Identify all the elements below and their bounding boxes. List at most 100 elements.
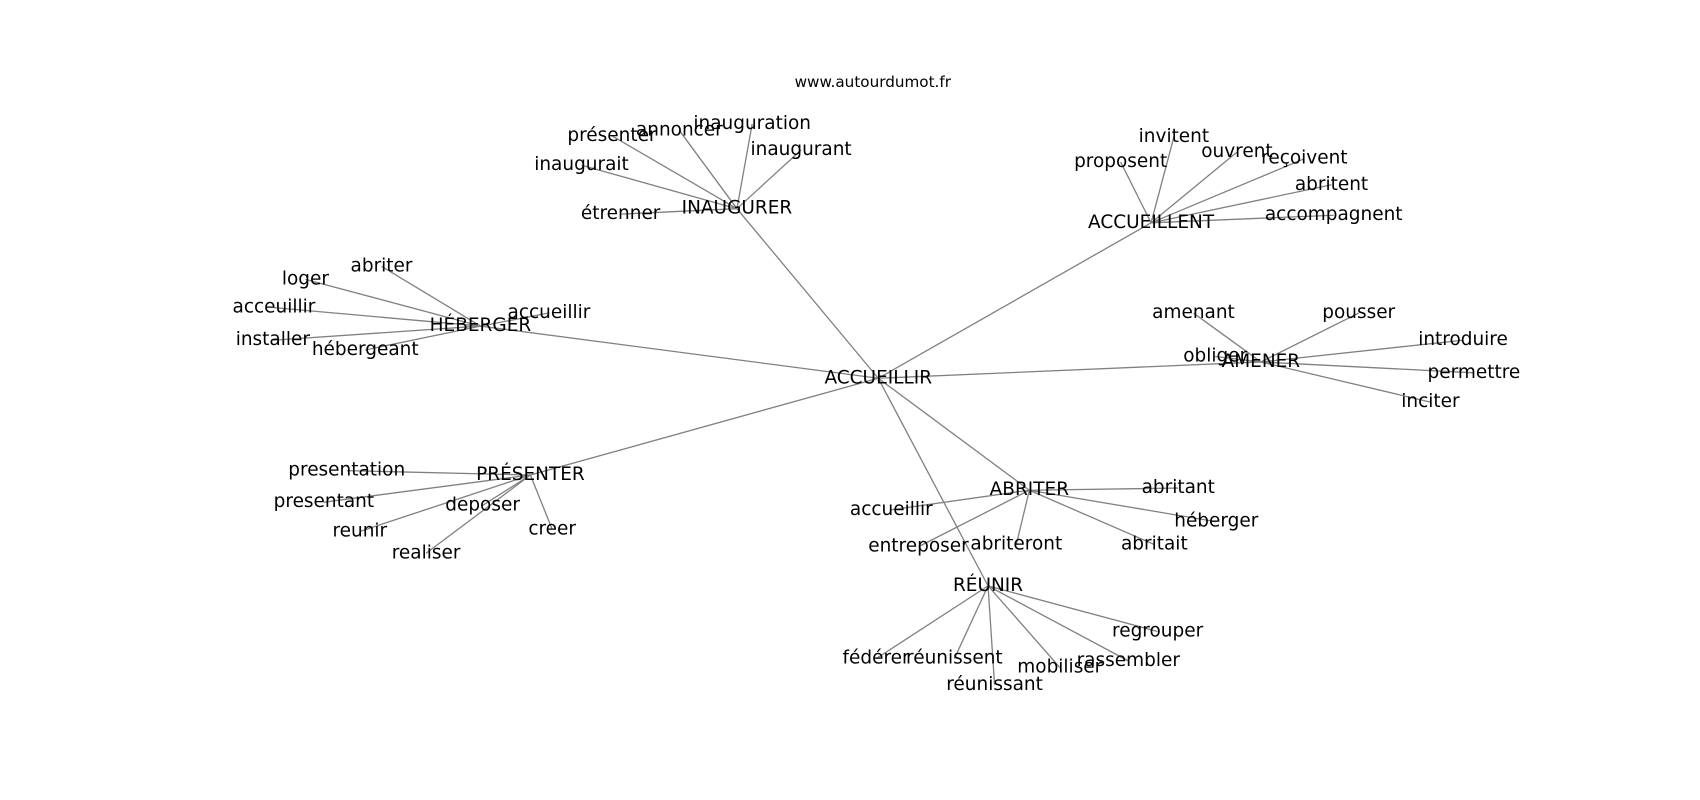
- node-accueillir-root[interactable]: ACCUEILLIR: [824, 367, 932, 388]
- node-ouvrent[interactable]: ouvrent: [1201, 141, 1272, 162]
- node-presentation[interactable]: presentation: [288, 460, 405, 481]
- edge-inaugurer-inaugurant: [736, 149, 802, 210]
- edge-accueillir_root-presenter_hub: [530, 377, 879, 476]
- edge-heberger-accueillir_h: [480, 312, 550, 327]
- edge-accueillir_root-reunir: [877, 377, 989, 587]
- node-invitent[interactable]: invitent: [1139, 126, 1209, 147]
- edge-abriter_hub-accueillir_a: [891, 489, 1030, 511]
- node-heberger-c[interactable]: héberger: [1174, 511, 1259, 532]
- edge-reunir-reunissent: [953, 585, 989, 659]
- edge-accueillent-invitent: [1150, 136, 1175, 223]
- edge-accueillent-accompagnent: [1151, 214, 1334, 224]
- node-accueillir-h[interactable]: accueillir: [508, 302, 591, 323]
- node-obliger[interactable]: obliger: [1183, 346, 1247, 367]
- node-pousser[interactable]: pousser: [1322, 302, 1395, 323]
- edge-amener-permettre: [1260, 361, 1474, 374]
- node-entreposer[interactable]: entreposer: [868, 536, 969, 557]
- node-abritait[interactable]: abritait: [1121, 534, 1188, 555]
- edge-accueillent-proposent: [1120, 161, 1152, 224]
- node-labels: ACCUEILLIR INAUGURER ACCUEILLENT HÉBERGER AM…: [233, 113, 1521, 695]
- node-abriter-c[interactable]: abriter: [351, 255, 413, 276]
- node-inaugurait[interactable]: inaugurait: [534, 154, 629, 175]
- node-heberger[interactable]: HÉBERGER: [430, 314, 532, 336]
- node-permettre[interactable]: permettre: [1428, 362, 1521, 383]
- edges: [272, 123, 1474, 685]
- node-acceuillir[interactable]: acceuillir: [233, 297, 316, 318]
- edge-accueillent-recoivent: [1150, 158, 1305, 224]
- edge-abriter_hub-abritant: [1029, 487, 1179, 491]
- edge-presenter_hub-deposer: [482, 474, 531, 506]
- node-creer[interactable]: creer: [528, 518, 576, 539]
- edge-reunir-reunissant: [987, 585, 996, 685]
- node-realiser[interactable]: realiser: [392, 542, 461, 563]
- edge-presenter_hub-presentation: [346, 470, 531, 476]
- edge-reunir-federer: [875, 585, 989, 660]
- node-abriter-hub[interactable]: ABRITER: [990, 479, 1070, 500]
- edge-accueillent-abritent: [1150, 184, 1332, 224]
- edge-abriter_hub-abriteront: [1015, 490, 1030, 545]
- edge-abriter_hub-abritait: [1029, 489, 1155, 546]
- edge-amener-pousser: [1260, 312, 1359, 363]
- edge-inaugurer-annoncer: [678, 130, 738, 210]
- edge-amener-amenant: [1193, 312, 1262, 363]
- node-inaugurant[interactable]: inaugurant: [751, 139, 852, 160]
- edge-amener-introduire: [1260, 339, 1464, 363]
- edge-inaugurer-inaugurait: [581, 164, 738, 210]
- edge-abriter_hub-heberger_c: [1029, 489, 1217, 523]
- node-recoivent[interactable]: reçoivent: [1261, 148, 1347, 169]
- node-reunir-c[interactable]: reunir: [332, 521, 387, 542]
- node-accompagnent[interactable]: accompagnent: [1265, 204, 1403, 225]
- node-deposer[interactable]: deposer: [445, 494, 520, 515]
- node-inauguration[interactable]: inauguration: [693, 113, 811, 134]
- node-accueillent[interactable]: ACCUEILLENT: [1088, 212, 1215, 233]
- edge-heberger-loger: [305, 278, 481, 327]
- node-annoncer[interactable]: annoncer: [636, 119, 723, 140]
- node-inaugurer[interactable]: INAUGURER: [682, 198, 793, 219]
- edge-accueillir_root-accueillent: [877, 222, 1152, 379]
- node-reunissant[interactable]: réunissant: [946, 674, 1043, 695]
- edge-heberger-hebergeant: [365, 325, 481, 351]
- node-introduire[interactable]: introduire: [1418, 329, 1508, 350]
- node-presenter-c[interactable]: présenter: [567, 125, 657, 146]
- edge-accueillent-ouvrent: [1150, 151, 1238, 224]
- edge-accueillir_root-heberger: [480, 325, 879, 379]
- edge-heberger-abriter_c: [381, 265, 481, 327]
- edge-inaugurer-presenter_c: [611, 135, 738, 210]
- edge-amener-obliger: [1215, 355, 1261, 363]
- edge-reunir-regrouper: [987, 585, 1158, 633]
- edge-accueillir_root-amener: [878, 361, 1261, 379]
- edge-inaugurer-etrenner: [620, 208, 737, 215]
- node-mobiliser[interactable]: mobiliser: [1017, 656, 1102, 677]
- edge-reunir-rassembler: [987, 585, 1129, 662]
- node-presenter-hub[interactable]: PRÉSENTER: [476, 463, 585, 485]
- node-amenant[interactable]: amenant: [1152, 302, 1235, 323]
- node-regrouper[interactable]: regrouper: [1112, 621, 1204, 642]
- node-abritant[interactable]: abritant: [1142, 477, 1215, 498]
- edge-accueillir_root-abriter_hub: [877, 377, 1030, 491]
- edge-presenter_hub-reunir_c: [359, 474, 531, 533]
- node-federer[interactable]: fédérer: [843, 648, 911, 669]
- edge-presenter_hub-realiser: [425, 474, 531, 554]
- edge-accueillir_root-inaugurer: [736, 208, 879, 379]
- node-inciter[interactable]: inciter: [1401, 391, 1460, 412]
- node-loger[interactable]: loger: [282, 268, 330, 289]
- edge-heberger-acceuillir: [273, 306, 481, 327]
- node-etrenner[interactable]: étrenner: [581, 203, 661, 224]
- edge-abriter_hub-entreposer: [918, 489, 1030, 548]
- node-hebergeant[interactable]: hébergeant: [312, 339, 419, 360]
- node-abritent[interactable]: abritent: [1295, 174, 1368, 195]
- edge-reunir-mobiliser: [987, 585, 1061, 668]
- edge-presenter_hub-presentant: [323, 474, 531, 503]
- node-proposent[interactable]: proposent: [1074, 151, 1167, 172]
- node-rassembler[interactable]: rassembler: [1077, 650, 1181, 671]
- node-presentant[interactable]: presentant: [274, 491, 374, 512]
- edge-amener-inciter: [1260, 361, 1431, 403]
- node-reunir[interactable]: RÉUNIR: [953, 574, 1023, 596]
- node-reunissent[interactable]: réunissent: [906, 648, 1003, 669]
- node-installer[interactable]: installer: [236, 329, 311, 350]
- node-accueillir-a[interactable]: accueillir: [850, 499, 933, 520]
- node-amener[interactable]: AMENER: [1222, 351, 1301, 372]
- node-abriteront[interactable]: abriteront: [970, 534, 1062, 555]
- edge-inaugurer-inauguration: [736, 123, 753, 209]
